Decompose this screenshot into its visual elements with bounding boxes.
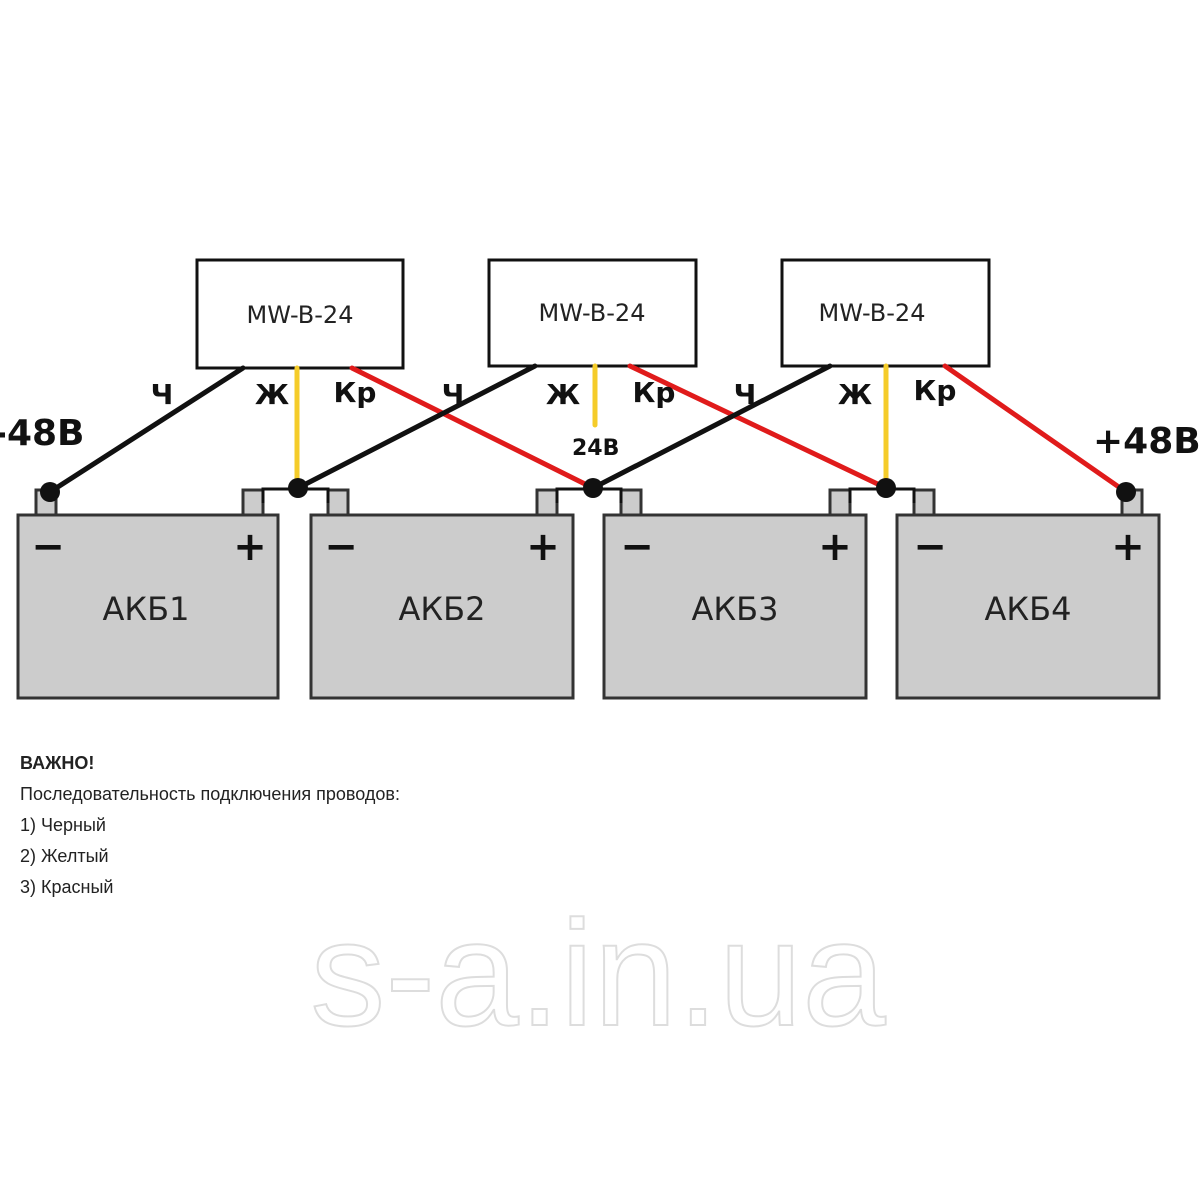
wire-label-red: Кр [334, 376, 377, 409]
connection-dot [876, 478, 896, 498]
battery-4 [895, 513, 1161, 700]
wire-label-black: Ч [442, 378, 465, 411]
controller-label: MW-B-24 [819, 299, 926, 327]
battery-label: АКБ3 [692, 590, 779, 628]
black-wire-2 [295, 363, 538, 491]
battery-label: АКБ2 [399, 590, 486, 628]
voltage-positive: +48В [1093, 421, 1200, 462]
wire-label-yellow: Ж [546, 378, 580, 411]
note-title: ВАЖНО! [20, 753, 95, 773]
minus-symbol: − [31, 524, 65, 570]
note-step: 1) Черный [20, 815, 106, 835]
important-note: ВАЖНО! Последовательность подключения пр… [20, 748, 400, 903]
wire-label-yellow: Ж [838, 378, 872, 411]
watermark: s-a.in.ua [310, 889, 886, 1057]
black-wire-1 [47, 365, 246, 495]
wire-label-red: Кр [914, 374, 957, 407]
note-step: 2) Желтый [20, 846, 109, 866]
voltage-middle: 24В [572, 436, 619, 461]
note-step: 3) Красный [20, 877, 114, 897]
plus-symbol: + [526, 524, 560, 570]
battery-1 [16, 513, 280, 700]
controller-1: MW-B-24 [195, 258, 405, 370]
minus-symbol: − [620, 524, 654, 570]
wire-label-black: Ч [151, 378, 174, 411]
connection-dot [583, 478, 603, 498]
plus-symbol: + [1111, 524, 1145, 570]
red-wire-2 [627, 363, 889, 491]
battery-4-minus-terminal [912, 488, 936, 518]
minus-symbol: − [913, 524, 947, 570]
minus-symbol: − [324, 524, 358, 570]
black-wire-3 [590, 363, 833, 491]
controller-2: MW-B-24 [487, 258, 698, 368]
battery-2-plus-terminal [535, 488, 559, 518]
wire-label-yellow: Ж [255, 378, 289, 411]
plus-symbol: + [233, 524, 267, 570]
battery-3-minus-terminal [619, 488, 643, 518]
connection-dot [1116, 482, 1136, 502]
connection-dot [40, 482, 60, 502]
wire-label-red: Кр [633, 376, 676, 409]
battery-label: АКБ4 [985, 590, 1072, 628]
battery-label: АКБ1 [103, 590, 190, 628]
battery-1-plus-terminal [241, 488, 265, 518]
battery-2-minus-terminal [326, 488, 350, 518]
red-wire-1 [349, 365, 596, 491]
battery-3-plus-terminal [828, 488, 852, 518]
voltage-negative: -48В [0, 413, 84, 454]
battery-3 [602, 513, 868, 700]
controller-3: MW-B-24 [780, 258, 991, 368]
wire-label-black: Ч [734, 378, 757, 411]
connection-dot [288, 478, 308, 498]
plus-symbol: + [818, 524, 852, 570]
red-wire-3 [942, 363, 1129, 495]
battery-2 [309, 513, 575, 700]
controller-label: MW-B-24 [247, 301, 354, 329]
note-subtitle: Последовательность подключения проводов: [20, 784, 400, 804]
controller-label: MW-B-24 [539, 299, 646, 327]
